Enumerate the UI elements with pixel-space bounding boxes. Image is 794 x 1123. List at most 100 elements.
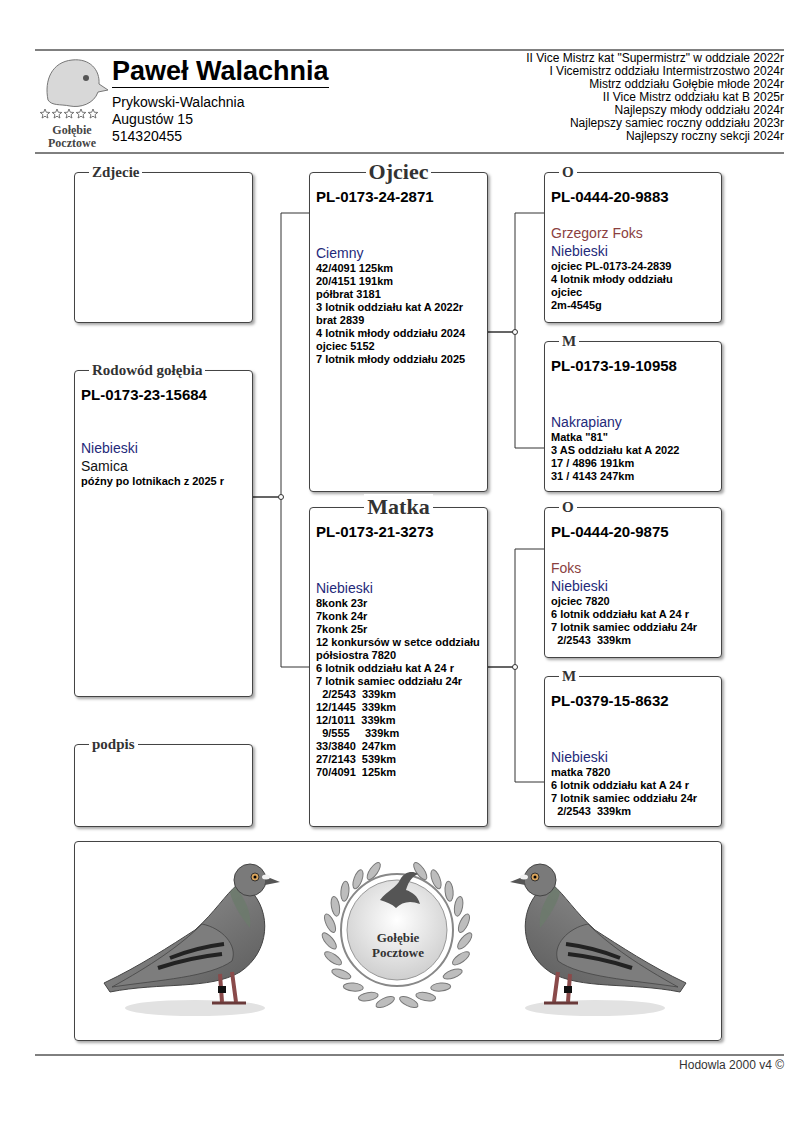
granddam-box: MPL-0173-19-10958NakrapianyMatka "81"3 A… (544, 341, 722, 492)
ring-number: PL-0379-15-8632 (551, 692, 715, 710)
heading-holder: Matka (310, 494, 487, 522)
color-name: Nakrapiany (551, 413, 715, 431)
laurel-leaf (415, 991, 436, 1002)
laurel-leaf (320, 931, 339, 951)
ring-number: PL-0173-23-15684 (81, 386, 246, 404)
logo-star (64, 109, 74, 118)
result-line: 17 / 4896 191km (551, 457, 715, 470)
result-line: 12 konkursów w setce oddziału (316, 636, 481, 649)
result-line: 33/3840 247km (316, 740, 481, 753)
box-content: Gołębie Pocztowe (75, 842, 721, 966)
result-line: 7konk 24r (316, 610, 481, 623)
laurel-leaf (340, 881, 350, 902)
logo-stars (40, 109, 98, 118)
result-line: 4 lotnik młody oddziału (551, 273, 715, 286)
laurel-leaf (351, 869, 365, 891)
box-content: PL-0173-19-10958NakrapianyMatka "81"3 AS… (545, 342, 721, 489)
laurel-leaf (331, 967, 353, 981)
logo-eye (83, 75, 89, 81)
result-line: ojciec (551, 286, 715, 299)
color-name: Niebieski (81, 439, 246, 457)
box-heading: Zdjecie (89, 163, 142, 181)
result-line: 9/555 339km (316, 727, 481, 740)
logo-dove (380, 872, 420, 908)
heading-holder: M (559, 667, 579, 685)
result-line: 3 lotnik oddziału kat A 2022r (316, 301, 481, 314)
result-line: 7 lotnik samiec oddziału 24r (316, 675, 481, 688)
ring-number: PL-0173-21-3273 (316, 523, 481, 541)
box-content: PL-0173-23-15684NiebieskiSamicapóźny po … (75, 371, 252, 494)
laurel-leaf (322, 912, 338, 934)
result-line: brat 2839 (316, 314, 481, 327)
result-line: ojciec PL-0173-24-2839 (551, 260, 715, 273)
heading-holder: M (559, 332, 579, 350)
laurel-leaf (430, 982, 451, 992)
grandsire-box: OPL-0444-20-9883Grzegorz FoksNiebieskioj… (544, 172, 722, 323)
achievement: Najlepszy roczny sekcji 2024r (626, 130, 784, 143)
breeder-name: Foks (551, 559, 715, 577)
pigeon-right (510, 864, 686, 1016)
header-logo (40, 60, 108, 118)
box-content: PL-0173-21-3273Niebieski8konk 23r7konk 2… (310, 508, 487, 785)
junction-dot (279, 495, 284, 500)
ring-number: PL-0444-20-9875 (551, 523, 715, 541)
center-logo (320, 861, 474, 1010)
logo-star (88, 109, 98, 118)
sex: Samica (81, 457, 246, 475)
laurel-leaf (453, 896, 464, 917)
granddam-box: MPL-0379-15-8632Niebieskimatka 78206 lot… (544, 676, 722, 827)
result-line: 7konk 25r (316, 623, 481, 636)
box-heading: Rodowód gołębia (89, 361, 205, 379)
result-line: 27/2143 539km (316, 753, 481, 766)
result-line: 2/2543 339km (551, 805, 715, 818)
laurel-leaf (442, 967, 464, 981)
pedigree-connector (488, 332, 544, 448)
breeder-name: Grzegorz Foks (551, 224, 715, 242)
result-line: 2/2543 339km (316, 688, 481, 701)
box-content: PL-0444-20-9883Grzegorz FoksNiebieskiojc… (545, 173, 721, 318)
result-line: ojciec 7820 (551, 595, 715, 608)
pigeon-box: Rodowód gołębiaPL-0173-23-15684Niebieski… (74, 370, 253, 697)
result-line: ojciec 5152 (316, 340, 481, 353)
laurel-leaf (398, 994, 420, 1010)
junction-dot (513, 330, 518, 335)
software-credit: Hodowla 2000 v4 © (679, 1059, 784, 1072)
logo-pigeon-head (47, 60, 108, 107)
laurel-leaf (450, 949, 471, 967)
laurel-leaf (358, 991, 379, 1002)
box-content (75, 745, 252, 766)
logo-star (52, 109, 62, 118)
box-content: PL-0444-20-9875FoksNiebieskiojciec 78206… (545, 508, 721, 653)
box-heading: podpis (89, 735, 138, 753)
achievement: Najlepszy młody oddziału 2024r (615, 104, 784, 117)
breeder-name: Paweł Walachnia (112, 55, 329, 88)
heading-holder: O (559, 163, 577, 181)
footer-rule (35, 1055, 784, 1056)
heading-holder: Rodowód gołębia (89, 361, 205, 379)
result-line: 7 lotnik młody oddziału 2025 (316, 353, 481, 366)
illustration-box: Gołębie Pocztowe (74, 841, 722, 1041)
color-name: Niebieski (316, 579, 481, 597)
signature-box: podpis (74, 744, 253, 827)
color-name: Niebieski (551, 577, 715, 595)
heading-holder: Ojciec (310, 159, 487, 187)
box-content (75, 173, 252, 194)
sire-box: OjciecPL-0173-24-2871Ciemny42/4091 125km… (309, 172, 488, 492)
result-line: 70/4091 125km (316, 766, 481, 779)
box-heading: Matka (364, 494, 432, 520)
laurel-leaf (455, 931, 474, 951)
box-content: PL-0173-24-2871Ciemny42/4091 125km20/415… (310, 173, 487, 372)
ring-number: PL-0173-19-10958 (551, 357, 715, 375)
junction-dot (513, 665, 518, 670)
box-heading: M (559, 332, 579, 350)
box-heading: O (559, 498, 577, 516)
photo-box: Zdjecie (74, 172, 253, 323)
result-line: 8konk 23r (316, 597, 481, 610)
header-rule (35, 50, 784, 51)
result-line: 2m-4545g (551, 299, 715, 312)
result-line: 6 lotnik oddziału kat A 24 r (551, 608, 715, 621)
laurel-leaf (456, 912, 472, 934)
achievement: Mistrz oddziału Gołębie młode 2024r (589, 78, 784, 91)
laurel-leaf (323, 949, 344, 967)
laurel-wreath (320, 861, 474, 1010)
